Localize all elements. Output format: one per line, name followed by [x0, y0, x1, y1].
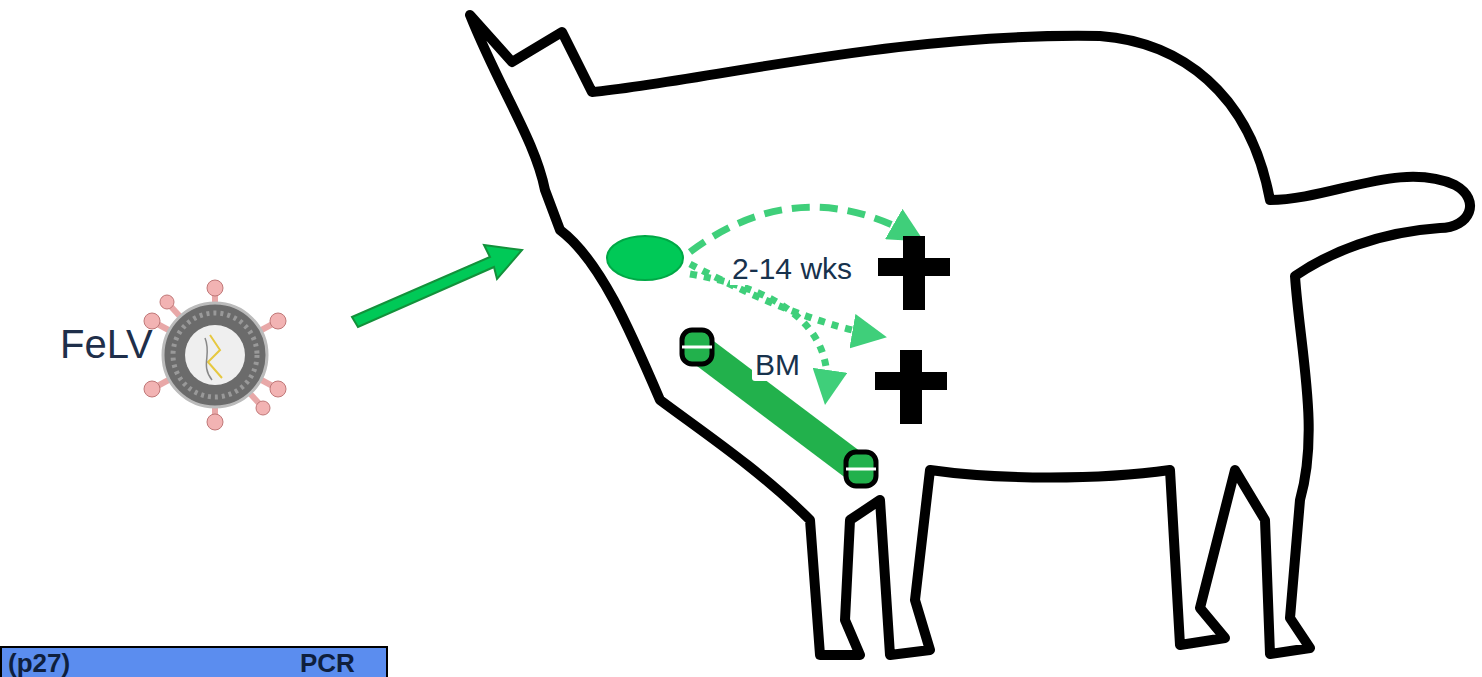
entry-arrow	[352, 245, 522, 327]
node-text: BM	[752, 348, 803, 381]
time-label: 2-14 wks	[730, 252, 854, 285]
cat-outline	[470, 15, 1470, 655]
bone-shape	[660, 318, 900, 498]
node-text: (p27)	[8, 649, 70, 677]
node-text: PCR	[300, 649, 355, 677]
spread-arrow	[690, 207, 918, 252]
death-cross	[875, 236, 950, 424]
oropharynx	[607, 236, 683, 280]
virus-particle	[144, 280, 286, 430]
table-header: (p27) PCR	[0, 646, 388, 677]
virus-label: FeLV	[60, 322, 153, 366]
bone-marrow: BM	[660, 318, 900, 498]
